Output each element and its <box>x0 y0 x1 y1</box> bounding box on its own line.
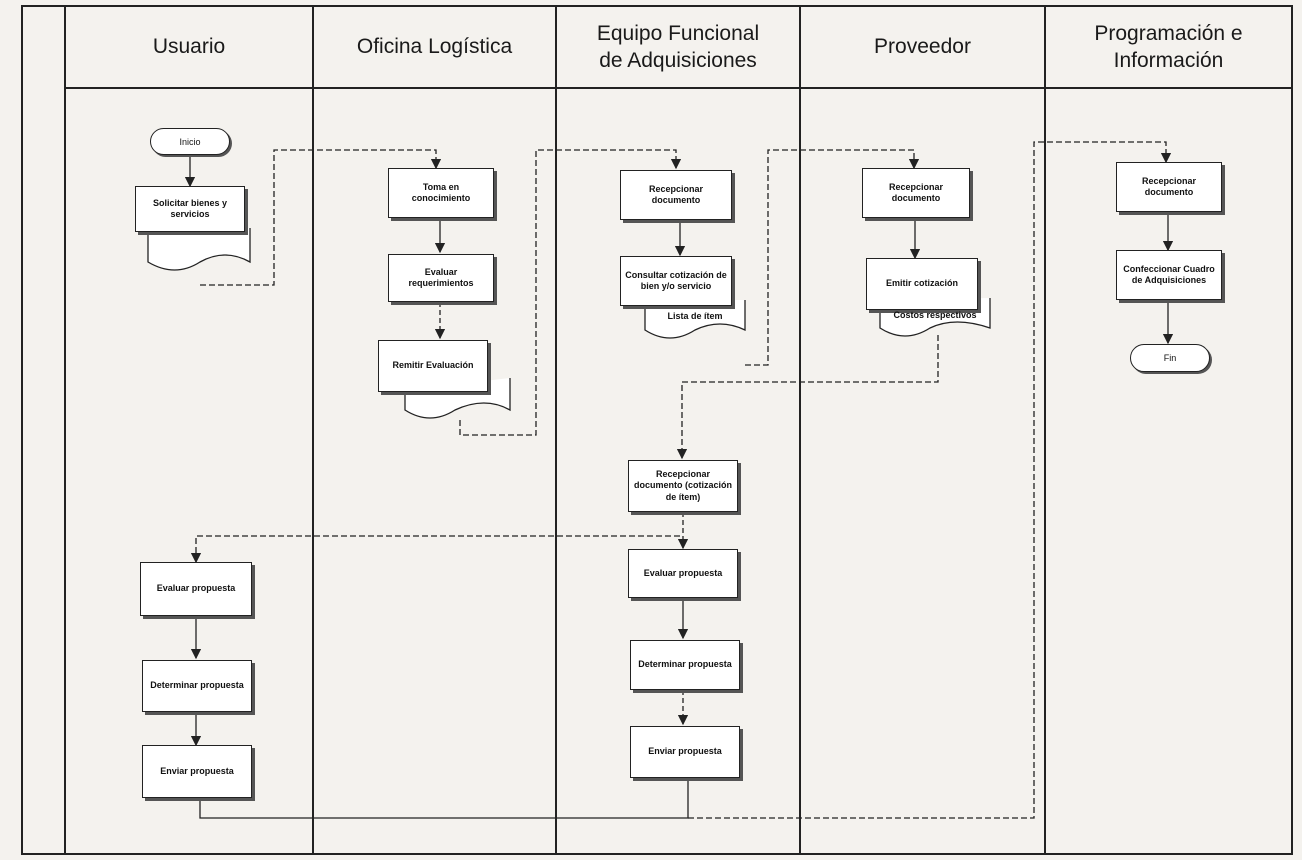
remitir-evaluacion-process: Remitir Evaluación <box>378 340 488 392</box>
end-terminator: Fin <box>1130 344 1210 372</box>
start-terminator: Inicio <box>150 128 230 155</box>
lane-header-usuario: Usuario <box>152 35 226 59</box>
lane-header-proveedor: Proveedor <box>874 35 971 59</box>
consultar-cotizacion-process: Consultar cotización de bien y/o servici… <box>620 256 732 306</box>
lane-header-oficina-logistica: Oficina Logística <box>356 35 513 59</box>
emitir-cotizacion-process: Emitir cotización <box>866 258 978 310</box>
lane-header-programacion: Programación e Información <box>1094 21 1243 72</box>
confeccionar-cuadro-process: Confeccionar Cuadro de Adquisiciones <box>1116 250 1222 300</box>
costos-respectivos-document: Costos respectivos <box>893 310 977 320</box>
equipo-determinar-propuesta-process: Determinar propuesta <box>630 640 740 690</box>
toma-conocimiento-process: Toma en conocimiento <box>388 168 494 218</box>
programacion-recepcionar-process: Recepcionar documento <box>1116 162 1222 212</box>
evaluar-requerimientos-process: Evaluar requerimientos <box>388 254 494 302</box>
usuario-enviar-propuesta-process: Enviar propuesta <box>142 745 252 798</box>
equipo-recepcionar-process: Recepcionar documento <box>620 170 732 220</box>
usuario-determinar-propuesta-process: Determinar propuesta <box>142 660 252 712</box>
lane-header-equipo-funcional: Equipo Funcional de Adquisiciones <box>596 21 760 72</box>
solicitar-bienes-process: Solicitar bienes y servicios <box>135 186 245 232</box>
equipo-enviar-propuesta-process: Enviar propuesta <box>630 726 740 778</box>
equipo-recepcionar-cotizacion-process: Recepcionar documento (cotización de íte… <box>628 460 738 512</box>
equipo-evaluar-propuesta-process: Evaluar propuesta <box>628 549 738 598</box>
lista-item-document: Lista de ítem <box>667 311 723 321</box>
proveedor-recepcionar-process: Recepcionar documento <box>862 168 970 218</box>
usuario-evaluar-propuesta-process: Evaluar propuesta <box>140 562 252 616</box>
